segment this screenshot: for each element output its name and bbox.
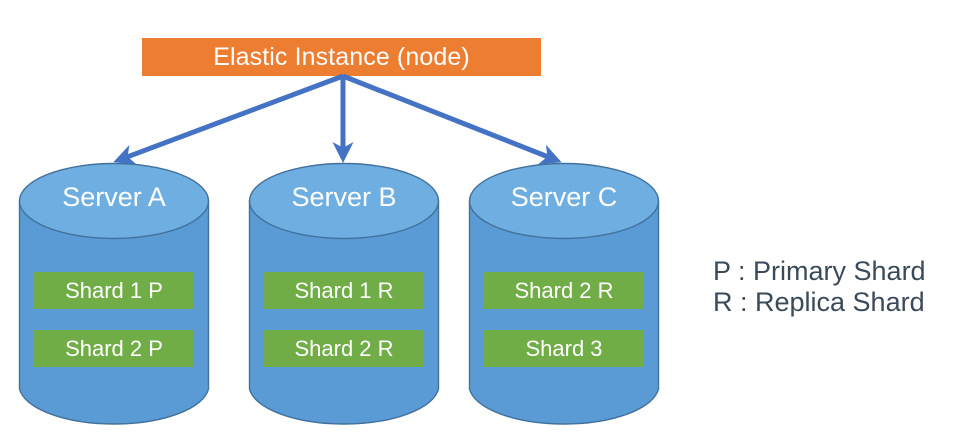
elastic-instance-node-box: Elastic Instance (node)	[142, 38, 541, 76]
cylinder-shape-b	[248, 162, 440, 425]
shard-box: Shard 2 R	[264, 330, 424, 367]
server-title-c: Server C	[510, 182, 618, 212]
shard-box: Shard 1 R	[264, 272, 424, 309]
shard-box: Shard 2 P	[34, 330, 194, 367]
shard-label: Shard 2 P	[65, 335, 163, 361]
arrow-to-server-c	[342, 73, 562, 165]
legend-line-primary: P : Primary Shard	[713, 256, 926, 286]
shard-box: Shard 1 P	[34, 272, 194, 309]
server-cylinder-a: Server A Shard 1 P Shard 2 P	[18, 162, 210, 428]
server-title-b: Server B	[291, 182, 397, 212]
shard-label: Shard 1 R	[294, 277, 394, 303]
shard-label: Shard 2 R	[294, 335, 394, 361]
arrow-to-server-a	[113, 73, 344, 165]
elastic-instance-node-label: Elastic Instance (node)	[213, 42, 470, 71]
shard-label: Shard 2 R	[514, 277, 614, 303]
shard-box: Shard 2 R	[484, 272, 644, 309]
cylinder-shape-c	[468, 162, 660, 425]
shard-list-b: Shard 1 R Shard 2 R	[264, 272, 424, 367]
cylinder-shape-a	[18, 162, 210, 425]
shard-list-a: Shard 1 P Shard 2 P	[34, 272, 194, 367]
server-cylinder-c: Server C Shard 2 R Shard 3	[468, 162, 660, 428]
shard-label: Shard 1 P	[65, 277, 163, 303]
server-cylinder-b: Server B Shard 1 R Shard 2 R	[248, 162, 440, 428]
legend-line-replica: R : Replica Shard	[713, 287, 925, 317]
shard-label: Shard 3	[525, 335, 603, 361]
server-title-a: Server A	[62, 182, 166, 212]
shard-list-c: Shard 2 R Shard 3	[484, 272, 644, 367]
shard-box: Shard 3	[484, 330, 644, 367]
legend: P : Primary Shard R : Replica Shard	[713, 256, 926, 318]
